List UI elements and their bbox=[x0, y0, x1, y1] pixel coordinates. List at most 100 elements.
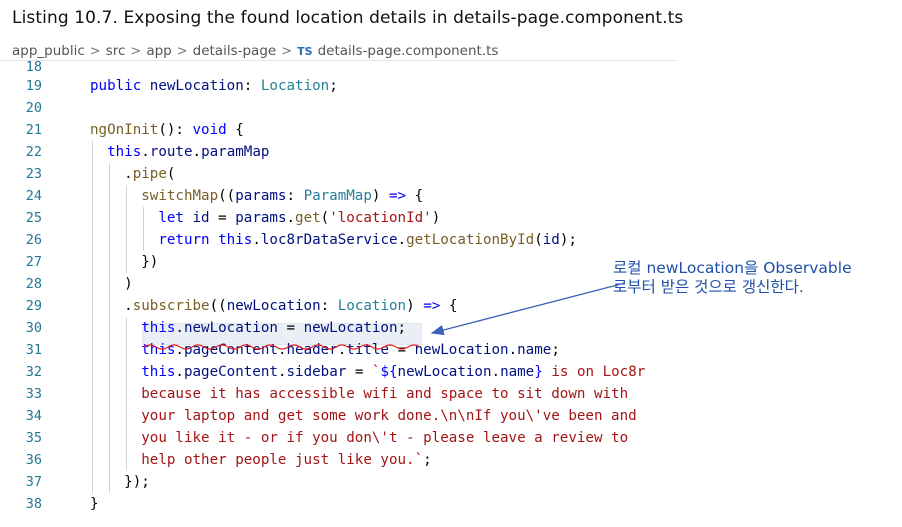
indent-guide bbox=[92, 361, 93, 383]
line-number: 20 bbox=[25, 100, 42, 116]
line-content[interactable]: switchMap((params: ParamMap) => { bbox=[90, 185, 423, 207]
line-content[interactable]: .subscribe((newLocation: Location) => { bbox=[90, 295, 457, 317]
code-line[interactable]: 33 because it has accessible wifi and sp… bbox=[0, 383, 676, 405]
indent-guide bbox=[109, 449, 111, 471]
indent-guide bbox=[126, 449, 128, 471]
code-token: because it has accessible wifi and space… bbox=[90, 386, 629, 402]
code-token: newLocation bbox=[183, 320, 278, 336]
code-token: . bbox=[277, 364, 287, 380]
line-content[interactable]: public newLocation: Location; bbox=[90, 75, 338, 97]
code-line[interactable]: 36 help other people just like you.`; bbox=[0, 449, 676, 471]
line-content[interactable]: your laptop and get some work done.\n\nI… bbox=[90, 405, 636, 427]
code-token: let bbox=[158, 210, 193, 226]
indent-guide bbox=[126, 185, 128, 207]
code-line[interactable]: 27 }) bbox=[0, 251, 676, 273]
code-line[interactable]: 30 this.newLocation = newLocation; bbox=[0, 317, 676, 339]
breadcrumb-separator-icon: > bbox=[176, 43, 188, 59]
indent-guide bbox=[92, 339, 93, 361]
code-line[interactable]: 18 bbox=[0, 60, 676, 75]
breadcrumb-item-src[interactable]: src bbox=[105, 43, 126, 59]
code-token: ); bbox=[559, 232, 577, 248]
code-token: => bbox=[389, 188, 407, 204]
line-content[interactable]: return this.loc8rDataService.getLocation… bbox=[90, 229, 577, 251]
line-content[interactable]: because it has accessible wifi and space… bbox=[90, 383, 628, 405]
code-line[interactable]: 26 return this.loc8rDataService.getLocat… bbox=[0, 229, 676, 251]
code-line[interactable]: 38} bbox=[0, 493, 676, 515]
code-line[interactable]: 34 your laptop and get some work done.\n… bbox=[0, 405, 676, 427]
line-content[interactable]: }); bbox=[90, 471, 150, 493]
code-token bbox=[90, 364, 141, 380]
code-token: . bbox=[192, 144, 202, 160]
line-content[interactable]: ngOnInit(): void { bbox=[90, 119, 244, 141]
line-content[interactable]: help other people just like you.`; bbox=[90, 449, 431, 471]
line-content[interactable]: this.newLocation = newLocation; bbox=[90, 317, 406, 339]
line-content[interactable]: this.pageContent.header.title = newLocat… bbox=[90, 339, 560, 361]
indent-guide bbox=[109, 317, 111, 339]
breadcrumb-item-details-page[interactable]: details-page bbox=[192, 43, 277, 59]
code-line[interactable]: 37 }); bbox=[0, 471, 676, 493]
line-content[interactable]: this.route.paramMap bbox=[90, 141, 269, 163]
code-token: ( bbox=[166, 166, 176, 182]
indent-guide bbox=[92, 185, 93, 207]
code-token: : bbox=[286, 188, 304, 204]
code-token: ParamMap bbox=[303, 188, 372, 204]
code-token: } bbox=[90, 496, 99, 512]
code-token: pipe bbox=[132, 166, 167, 182]
code-line[interactable]: 28 ) bbox=[0, 273, 676, 295]
breadcrumb-item-app[interactable]: app bbox=[146, 43, 172, 59]
breadcrumb-item-app-public[interactable]: app_public bbox=[12, 43, 85, 59]
indent-guide bbox=[109, 339, 111, 361]
code-line[interactable]: 29 .subscribe((newLocation: Location) =>… bbox=[0, 295, 676, 317]
code-token: { bbox=[406, 188, 424, 204]
code-token: }) bbox=[90, 254, 159, 270]
line-content[interactable]: ) bbox=[90, 273, 133, 295]
line-number: 29 bbox=[25, 298, 42, 314]
indent-guide bbox=[109, 185, 111, 207]
indent-guide bbox=[126, 361, 128, 383]
breadcrumb-item-file[interactable]: details-page.component.ts bbox=[317, 43, 499, 59]
code-line[interactable]: 20 bbox=[0, 97, 676, 119]
line-number: 25 bbox=[25, 210, 42, 226]
code-token: . bbox=[277, 342, 287, 358]
indent-guide bbox=[92, 207, 93, 229]
code-token: this bbox=[141, 320, 176, 336]
line-content[interactable]: this.pageContent.sidebar = `${newLocatio… bbox=[90, 361, 645, 383]
line-number: 28 bbox=[25, 276, 42, 292]
code-token: = bbox=[346, 364, 372, 380]
typescript-file-icon: TS bbox=[297, 44, 313, 58]
code-token: . bbox=[90, 298, 133, 314]
listing-caption: Listing 10.7. Exposing the found locatio… bbox=[12, 8, 684, 28]
code-token: ) bbox=[406, 298, 424, 314]
line-content[interactable]: } bbox=[90, 493, 99, 515]
code-token: loc8rDataService bbox=[260, 232, 398, 248]
code-line[interactable]: 24 switchMap((params: ParamMap) => { bbox=[0, 185, 676, 207]
code-token: = bbox=[389, 342, 415, 358]
code-token: Location bbox=[337, 298, 407, 314]
line-content[interactable]: you like it - or if you don\'t - please … bbox=[90, 427, 628, 449]
code-line[interactable]: 35 you like it - or if you don\'t - plea… bbox=[0, 427, 676, 449]
line-content[interactable]: .pipe( bbox=[90, 163, 175, 185]
code-line[interactable]: 32 this.pageContent.sidebar = `${newLoca… bbox=[0, 361, 676, 383]
code-line[interactable]: 23 .pipe( bbox=[0, 163, 676, 185]
indent-guide bbox=[143, 207, 145, 229]
line-content[interactable]: let id = params.get('locationId') bbox=[90, 207, 440, 229]
line-content[interactable]: }) bbox=[90, 251, 158, 273]
code-line[interactable]: 25 let id = params.get('locationId') bbox=[0, 207, 676, 229]
code-line[interactable]: 31 this.pageContent.header.title = newLo… bbox=[0, 339, 676, 361]
code-token: }); bbox=[90, 474, 150, 490]
indent-guide bbox=[92, 383, 93, 405]
annotation-line-1: 로컬 newLocation을 Observable bbox=[613, 259, 852, 277]
line-number: 38 bbox=[25, 496, 42, 512]
indent-guide bbox=[109, 471, 111, 493]
line-number: 22 bbox=[25, 144, 42, 160]
code-token: . bbox=[491, 364, 501, 380]
code-token: id bbox=[192, 210, 210, 226]
annotation-callout: 로컬 newLocation을 Observable 로부터 받은 것으로 갱신… bbox=[613, 259, 852, 297]
code-token: . bbox=[397, 232, 407, 248]
code-line[interactable]: 22 this.route.paramMap bbox=[0, 141, 676, 163]
code-token: : bbox=[320, 298, 338, 314]
